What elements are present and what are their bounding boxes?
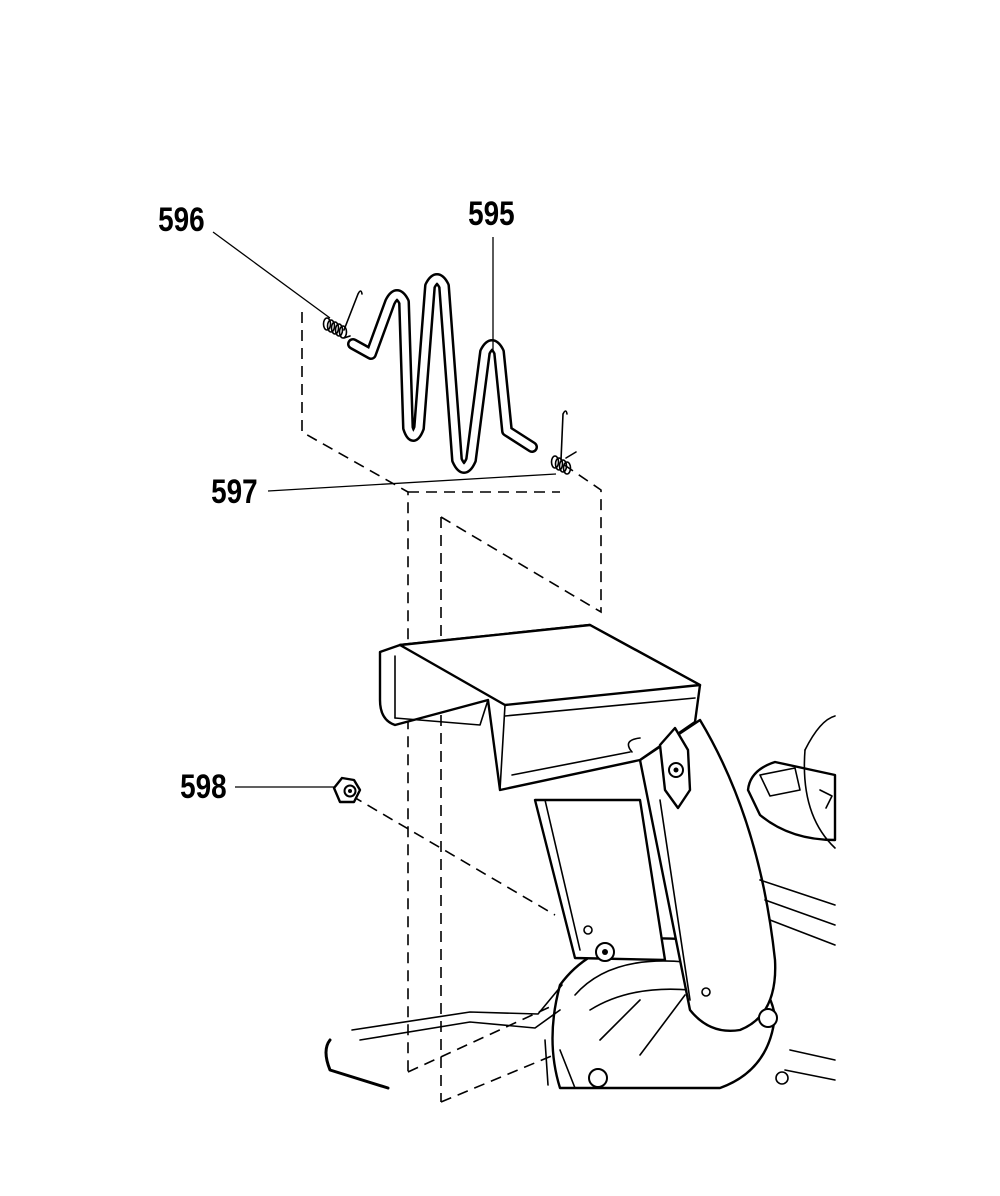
callout-595: 595 — [468, 194, 515, 232]
callout-labels: 596 595 597 598 — [158, 194, 515, 805]
callout-596: 596 — [158, 200, 205, 238]
assembly-guide-lines — [301, 312, 602, 1103]
torsion-spring-right — [550, 410, 577, 475]
leader-596 — [212, 231, 331, 319]
wire-deflector-spring — [347, 273, 538, 474]
torsion-spring-left — [322, 290, 363, 339]
lock-nut — [332, 776, 362, 804]
callout-leaders — [212, 231, 557, 788]
chute-assembly — [324, 623, 837, 1090]
leader-597 — [267, 473, 557, 492]
callout-597: 597 — [211, 472, 258, 510]
callout-598: 598 — [180, 767, 227, 805]
